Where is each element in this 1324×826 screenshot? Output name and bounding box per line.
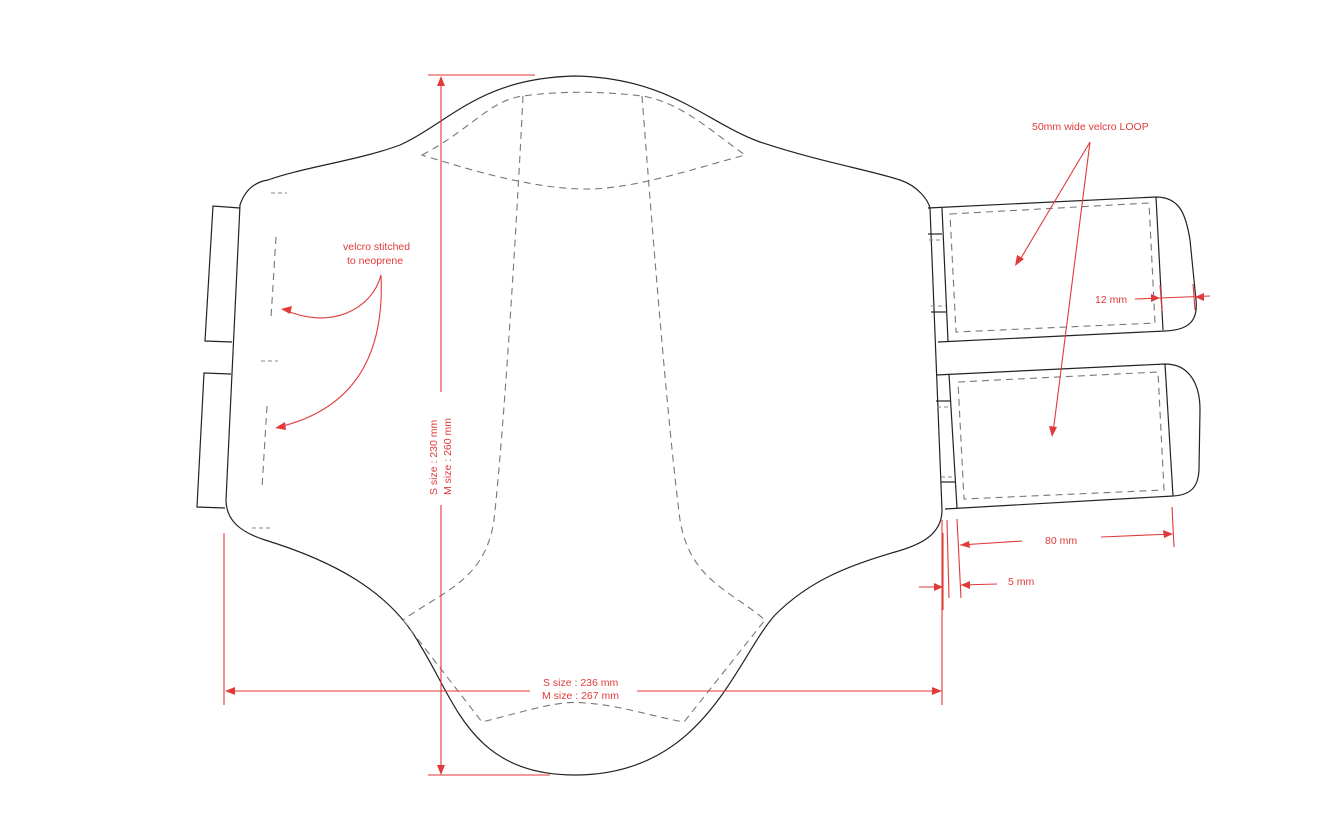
left-tab-upper	[204, 205, 241, 343]
height-s-size-label: S size : 230 mm	[428, 419, 440, 495]
width-m-size-label: M size : 267 mm	[542, 690, 619, 702]
strap-end-dimension: 12 mm	[1095, 283, 1211, 312]
height-m-size-label: M size : 260 mm	[442, 418, 454, 495]
strap-gap-dimension: 5 mm	[919, 519, 1035, 610]
top-stitch-panel	[420, 91, 747, 190]
strap-length-label: 80 mm	[1045, 535, 1077, 547]
right-strap-upper	[927, 196, 1197, 343]
velcro-loop-callout: 50mm wide velcro LOOP	[1015, 121, 1149, 437]
strap-length-dimension: 80 mm	[956, 506, 1175, 599]
center-channel-right-stitch	[641, 95, 766, 621]
velcro-stitched-label-line1: velcro stitched	[343, 241, 410, 253]
velcro-loop-label: 50mm wide velcro LOOP	[1032, 121, 1149, 133]
velcro-stitched-label-line2: to neoprene	[347, 255, 403, 267]
right-strap-lower	[935, 363, 1201, 510]
left-tab-lower	[196, 372, 232, 509]
width-s-size-label: S size : 236 mm	[543, 677, 619, 689]
height-dimension: S size : 230 mm M size : 260 mm	[428, 74, 550, 776]
bottom-stitch-panel	[402, 619, 766, 723]
main-body-outline	[225, 75, 943, 776]
velcro-stitched-callout: velcro stitched to neoprene	[275, 241, 410, 430]
strap-gap-label: 5 mm	[1008, 576, 1035, 588]
left-stitch-marks	[252, 192, 287, 529]
width-dimension: S size : 236 mm M size : 267 mm	[223, 520, 943, 705]
center-channel-left-stitch	[402, 95, 524, 621]
strap-end-label: 12 mm	[1095, 294, 1127, 306]
